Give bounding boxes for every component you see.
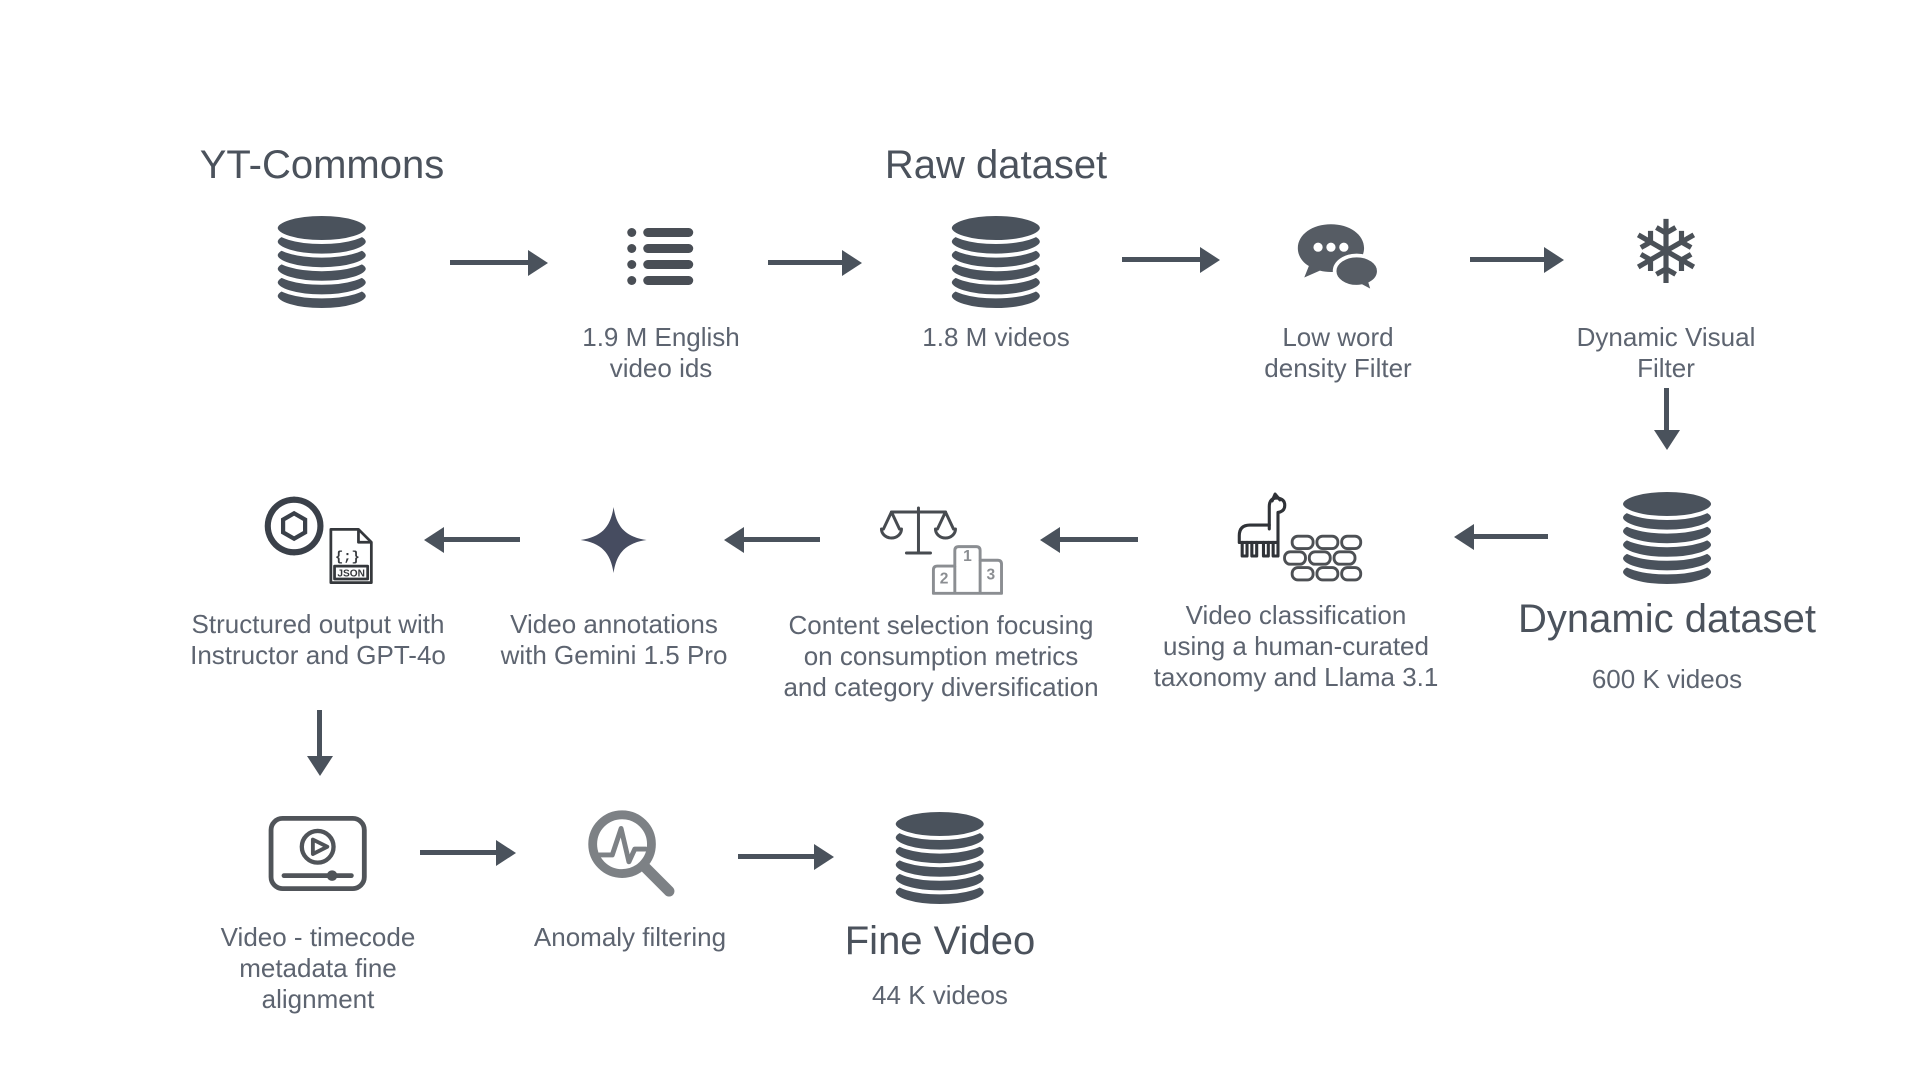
- arrow-right-icon: [1122, 257, 1200, 262]
- label-line: 1.9 M English: [582, 322, 740, 352]
- node-label: 1.9 M English video ids: [582, 322, 740, 384]
- node-structured-output: {;} JSON Structured output with Instruct…: [190, 493, 446, 671]
- json-symbol: {;}: [335, 550, 360, 566]
- database-icon: [274, 212, 370, 312]
- label-line: 1.8 M videos: [922, 322, 1070, 352]
- label-line: alignment: [261, 984, 375, 1014]
- node-content-selection: 1 2 3 Content selection focusing on cons…: [783, 500, 1099, 703]
- label-line: Video classification: [1185, 600, 1407, 630]
- podium-number: 1: [963, 548, 972, 565]
- json-label: JSON: [337, 569, 365, 580]
- arrow-left-icon: [744, 537, 820, 542]
- chat-bubbles-icon: [1297, 224, 1381, 296]
- podium-number: 3: [986, 567, 995, 584]
- node-label: Structured output with Instructor and GP…: [190, 609, 446, 671]
- label-line: and category diversification: [783, 672, 1099, 702]
- node-dynamic-dataset: Dynamic dataset 600 K videos: [1518, 488, 1816, 695]
- list-icon: [627, 228, 693, 285]
- raw-dataset-title: Raw dataset: [884, 143, 1108, 187]
- arrow-right-icon: [420, 850, 496, 855]
- balance-scales-icon: [879, 506, 957, 555]
- label-line: Low word: [1282, 322, 1394, 352]
- yt-commons-title: YT-Commons: [199, 143, 445, 187]
- database-icon: [891, 808, 988, 908]
- label-line: with Gemini 1.5 Pro: [500, 640, 728, 670]
- label-line: 600 K videos: [1591, 664, 1743, 694]
- fine-video-title: Fine Video: [844, 919, 1036, 963]
- arrow-left-icon: [444, 537, 520, 542]
- node-timecode-alignment: Video - timecode metadata fine alignment: [221, 815, 416, 1015]
- node-label: Video annotations with Gemini 1.5 Pro: [501, 609, 728, 671]
- node-label: Video classification using a human-curat…: [1154, 600, 1439, 693]
- label-line: Instructor and GPT-4o: [190, 640, 446, 670]
- podium-number: 2: [939, 571, 948, 588]
- node-label: 44 K videos: [872, 980, 1008, 1011]
- label-line: using a human-curated: [1163, 631, 1429, 661]
- scales-podium-icon-group: 1 2 3: [879, 500, 1003, 596]
- llama-wall-icon-group: [1229, 492, 1363, 586]
- openai-logo-icon: [264, 496, 324, 556]
- brick-wall-icon: [1283, 534, 1363, 582]
- label-line: on consumption metrics: [803, 641, 1079, 671]
- node-label: Dynamic Visual Filter: [1577, 322, 1756, 384]
- label-line: Anomaly filtering: [533, 922, 727, 952]
- label-line: metadata fine: [239, 953, 397, 983]
- label-line: video ids: [609, 353, 713, 383]
- node-yt-commons: YT-Commons: [199, 142, 445, 312]
- winner-podium-icon: 1 2 3: [931, 545, 1003, 595]
- arrow-down-icon: [1664, 388, 1669, 430]
- snowflake-icon: ❄: [1629, 203, 1703, 302]
- label-line: Video annotations: [510, 609, 718, 639]
- node-video-classification: Video classification using a human-curat…: [1154, 492, 1439, 693]
- arrow-right-icon: [738, 854, 814, 859]
- video-player-icon: [268, 816, 368, 891]
- node-anomaly-filtering: Anomaly filtering: [534, 805, 726, 953]
- node-low-word-filter: Low word density Filter: [1264, 222, 1412, 384]
- label-line: Content selection focusing: [788, 610, 1094, 640]
- arrow-right-icon: [450, 260, 528, 265]
- node-label: Video - timecode metadata fine alignment: [221, 922, 416, 1015]
- anomaly-magnifier-icon: [588, 810, 675, 897]
- label-line: Structured output with: [191, 609, 445, 639]
- database-icon: [948, 212, 1044, 312]
- label-line: taxonomy and Llama 3.1: [1153, 662, 1439, 692]
- node-video-ids: 1.9 M English video ids: [582, 226, 740, 384]
- node-label: 1.8 M videos: [922, 322, 1069, 353]
- label-line: 44 K videos: [872, 980, 1008, 1010]
- node-raw-dataset: Raw dataset 1.8 M videos: [885, 142, 1107, 353]
- node-label: Anomaly filtering: [534, 922, 726, 953]
- node-label: 600 K videos: [1592, 664, 1742, 695]
- llama-icon: [1238, 492, 1287, 558]
- label-line: Filter: [1637, 353, 1695, 383]
- arrow-left-icon: [1474, 534, 1548, 539]
- node-video-annotations: Video annotations with Gemini 1.5 Pro: [501, 507, 728, 671]
- database-icon: [1618, 488, 1715, 588]
- label-line: Video - timecode: [220, 922, 416, 952]
- gemini-sparkle-icon: [581, 507, 647, 573]
- dynamic-dataset-title: Dynamic dataset: [1518, 597, 1816, 641]
- node-fine-video: Fine Video 44 K videos: [844, 808, 1036, 1011]
- json-file-icon: {;} JSON: [329, 527, 373, 585]
- arrow-right-icon: [1470, 257, 1544, 262]
- node-label: Low word density Filter: [1264, 322, 1411, 384]
- label-line: Dynamic Visual: [1576, 322, 1756, 352]
- arrow-left-icon: [1060, 537, 1138, 542]
- label-line: density Filter: [1264, 353, 1412, 383]
- arrow-right-icon: [768, 260, 842, 265]
- arrow-down-icon: [317, 710, 322, 756]
- node-dynamic-visual-filter: ❄ Dynamic Visual Filter: [1577, 206, 1756, 384]
- node-label: Content selection focusing on consumptio…: [783, 610, 1098, 703]
- openai-json-icon-group: {;} JSON: [262, 493, 374, 585]
